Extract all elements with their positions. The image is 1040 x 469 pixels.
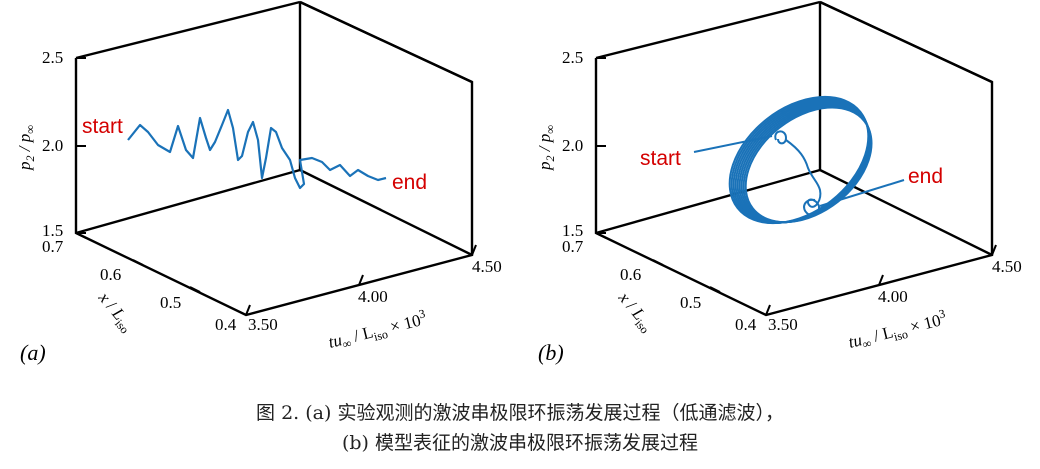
x-axis-label-b: x / Liso: [612, 288, 658, 337]
limit-cycle-ring: [744, 106, 873, 224]
x-ticks-a: 0.7 0.6 0.5 0.4: [42, 232, 237, 334]
svg-text:p2 / p∞: p2 / p∞: [15, 125, 37, 171]
z-ticks-b: 2.5 2.0 1.5: [562, 48, 606, 240]
x-tick-label: 0.5: [680, 293, 701, 312]
z-axis-label-b: p2 / p∞: [535, 125, 557, 171]
x-tick-label: 0.7: [42, 237, 64, 256]
z-tick-label: 2.0: [562, 136, 583, 155]
svg-text:x / Liso: x / Liso: [92, 288, 138, 337]
t-axis-label-b: tu∞ / Liso × 103: [846, 306, 950, 355]
x-tick-label: 0.4: [215, 315, 237, 334]
t-axis-label-a: tu∞ / Liso × 103: [326, 306, 430, 355]
annotation-start-a: start: [82, 115, 123, 138]
t-tick-label: 4.00: [878, 287, 908, 306]
annotation-end-b: end: [908, 165, 943, 188]
box-top-back-edge: [75, 0, 301, 60]
box-bottom-back-left-edge: [75, 168, 301, 235]
box-bottom-back-right-edge: [299, 168, 473, 257]
t-tick-label: 4.00: [358, 287, 388, 306]
x-tick-label: 0.6: [620, 265, 641, 284]
x-ticks-b: 0.7 0.6 0.5 0.4: [562, 232, 757, 334]
caption-line-1: 图 2. (a) 实验观测的激波串极限环振荡发展过程（低通滤波），: [256, 402, 784, 424]
panel-b: 2.5 2.0 1.5 0.7 0.6 0.5 0.4 3.50 4.00 4.…: [535, 0, 1022, 365]
svg-text:tu∞ / Liso × 103: tu∞ / Liso × 103: [326, 306, 430, 355]
z-tick-label: 1.5: [562, 221, 583, 240]
box-top-back-edge: [595, 0, 821, 60]
t-tick-label: 3.50: [768, 315, 798, 334]
box-top-right-edge: [299, 0, 473, 84]
annotation-end-a: end: [392, 171, 427, 194]
t-ticks-b: 3.50 4.00 4.50: [765, 244, 1022, 334]
panel-label-b: (b): [538, 340, 564, 365]
box-bottom-back-right-edge: [819, 168, 993, 257]
z-tick-label: 2.0: [42, 136, 63, 155]
x-tick-label: 0.4: [735, 315, 757, 334]
panel-label-a: (a): [20, 340, 46, 365]
box-top-right-edge: [819, 0, 993, 84]
x-axis-label-a: x / Liso: [92, 288, 138, 337]
annotation-start-b: start: [640, 147, 681, 170]
svg-text:p2 / p∞: p2 / p∞: [535, 125, 557, 171]
caption-line-2: (b) 模型表征的激波串极限环振荡发展过程: [341, 432, 699, 454]
start-leader-b: [693, 135, 773, 153]
t-ticks-a: 3.50 4.00 4.50: [245, 244, 502, 334]
x-tick-label: 0.7: [562, 237, 584, 256]
box-bottom-back-left-edge: [595, 168, 821, 235]
x-tick-label: 0.5: [160, 293, 181, 312]
z-axis-label-a: p2 / p∞: [15, 125, 37, 171]
z-ticks-a: 2.5 2.0 1.5: [42, 48, 86, 240]
svg-text:tu∞ / Liso × 103: tu∞ / Liso × 103: [846, 306, 950, 355]
x-tick-label: 0.6: [100, 265, 121, 284]
panel-a: 2.5 2.0 1.5 0.7 0.6 0.5 0.4 3.50 4.00 4.…: [15, 0, 502, 365]
t-tick-label: 4.50: [472, 257, 502, 276]
series-line-a: [127, 108, 387, 190]
t-tick-label: 4.50: [992, 257, 1022, 276]
svg-text:x / Liso: x / Liso: [612, 288, 658, 337]
z-tick-label: 2.5: [562, 48, 583, 67]
z-tick-label: 2.5: [42, 48, 63, 67]
series-transient-b: [774, 130, 822, 216]
series-limit-cycle-b: [728, 95, 873, 225]
z-tick-label: 1.5: [42, 221, 63, 240]
box-front-outline: [74, 0, 474, 317]
end-leader-b: [819, 179, 905, 207]
t-tick-label: 3.50: [248, 315, 278, 334]
